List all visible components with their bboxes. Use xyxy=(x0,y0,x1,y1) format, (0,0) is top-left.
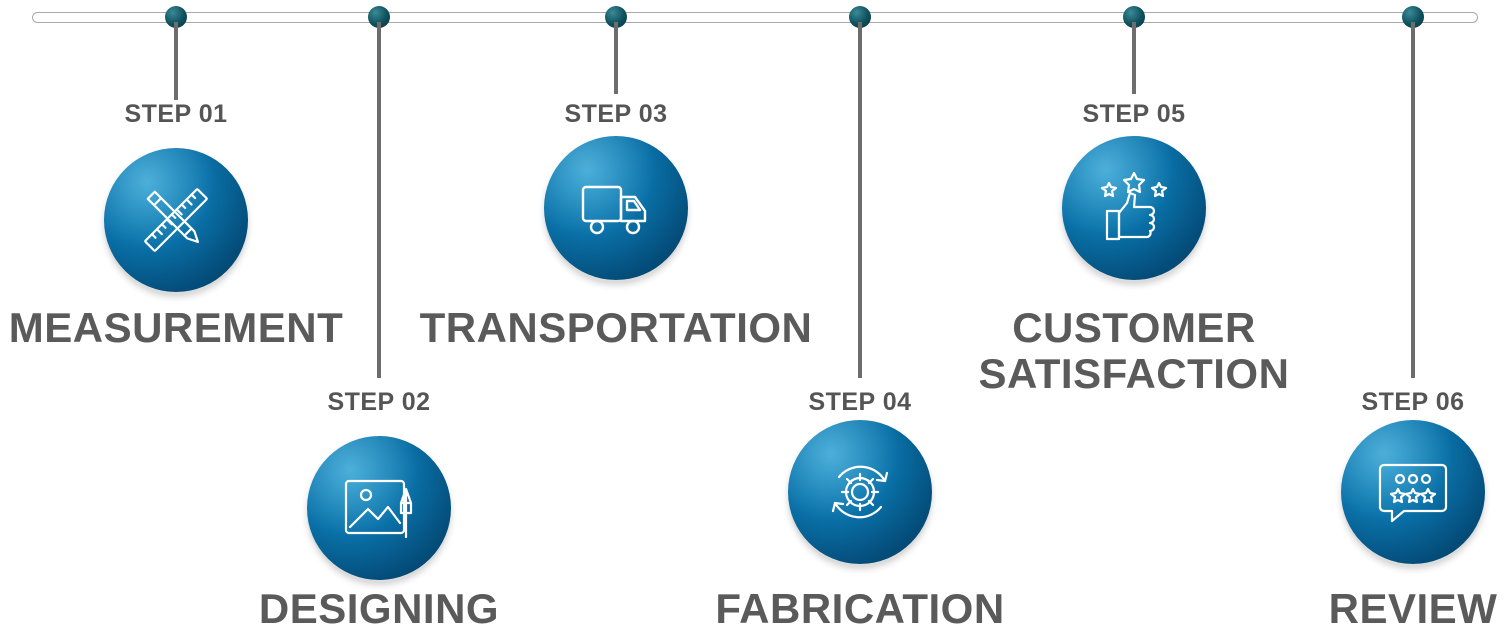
step-label-3: STEP 03 xyxy=(564,100,668,128)
delivery-truck-icon xyxy=(581,185,647,235)
step-icon-circle-2 xyxy=(307,436,451,580)
step-title-2: DESIGNING xyxy=(258,585,500,632)
step-icon-circle-1 xyxy=(104,148,248,292)
step-label-6: STEP 06 xyxy=(1361,388,1465,416)
connector-line-4 xyxy=(858,22,862,378)
timeline-bar xyxy=(32,12,1478,23)
step-icon-circle-5 xyxy=(1062,136,1206,280)
step-title-3: TRANSPORTATION xyxy=(419,304,813,351)
connector-line-1 xyxy=(174,22,178,100)
step-label-5: STEP 05 xyxy=(1082,100,1186,128)
thumbs-up-stars-icon xyxy=(1100,171,1168,241)
step-label-2: STEP 02 xyxy=(327,388,431,416)
step-icon-circle-3 xyxy=(544,136,688,280)
gear-cycle-icon xyxy=(831,465,889,519)
step-icon-circle-6 xyxy=(1341,420,1485,564)
timeline-node-1 xyxy=(165,6,187,28)
step-title-6: REVIEW xyxy=(1328,585,1498,632)
timeline-node-5 xyxy=(1123,6,1145,28)
step-title-4: FABRICATION xyxy=(715,585,1005,632)
step-title-5: CUSTOMER SATISFACTION xyxy=(978,304,1290,397)
timeline-node-2 xyxy=(368,6,390,28)
connector-line-2 xyxy=(377,22,381,378)
image-pen-icon xyxy=(344,479,413,539)
timeline-node-4 xyxy=(849,6,871,28)
connector-line-6 xyxy=(1411,22,1415,378)
rating-chat-icon xyxy=(1378,463,1448,523)
timeline-node-3 xyxy=(605,6,627,28)
ruler-pencil-icon xyxy=(144,188,208,252)
timeline-node-6 xyxy=(1402,6,1424,28)
step-title-1: MEASUREMENT xyxy=(8,304,344,351)
step-label-4: STEP 04 xyxy=(808,388,912,416)
connector-line-5 xyxy=(1132,22,1136,94)
connector-line-3 xyxy=(614,22,618,94)
step-label-1: STEP 01 xyxy=(124,100,228,128)
step-icon-circle-4 xyxy=(788,420,932,564)
